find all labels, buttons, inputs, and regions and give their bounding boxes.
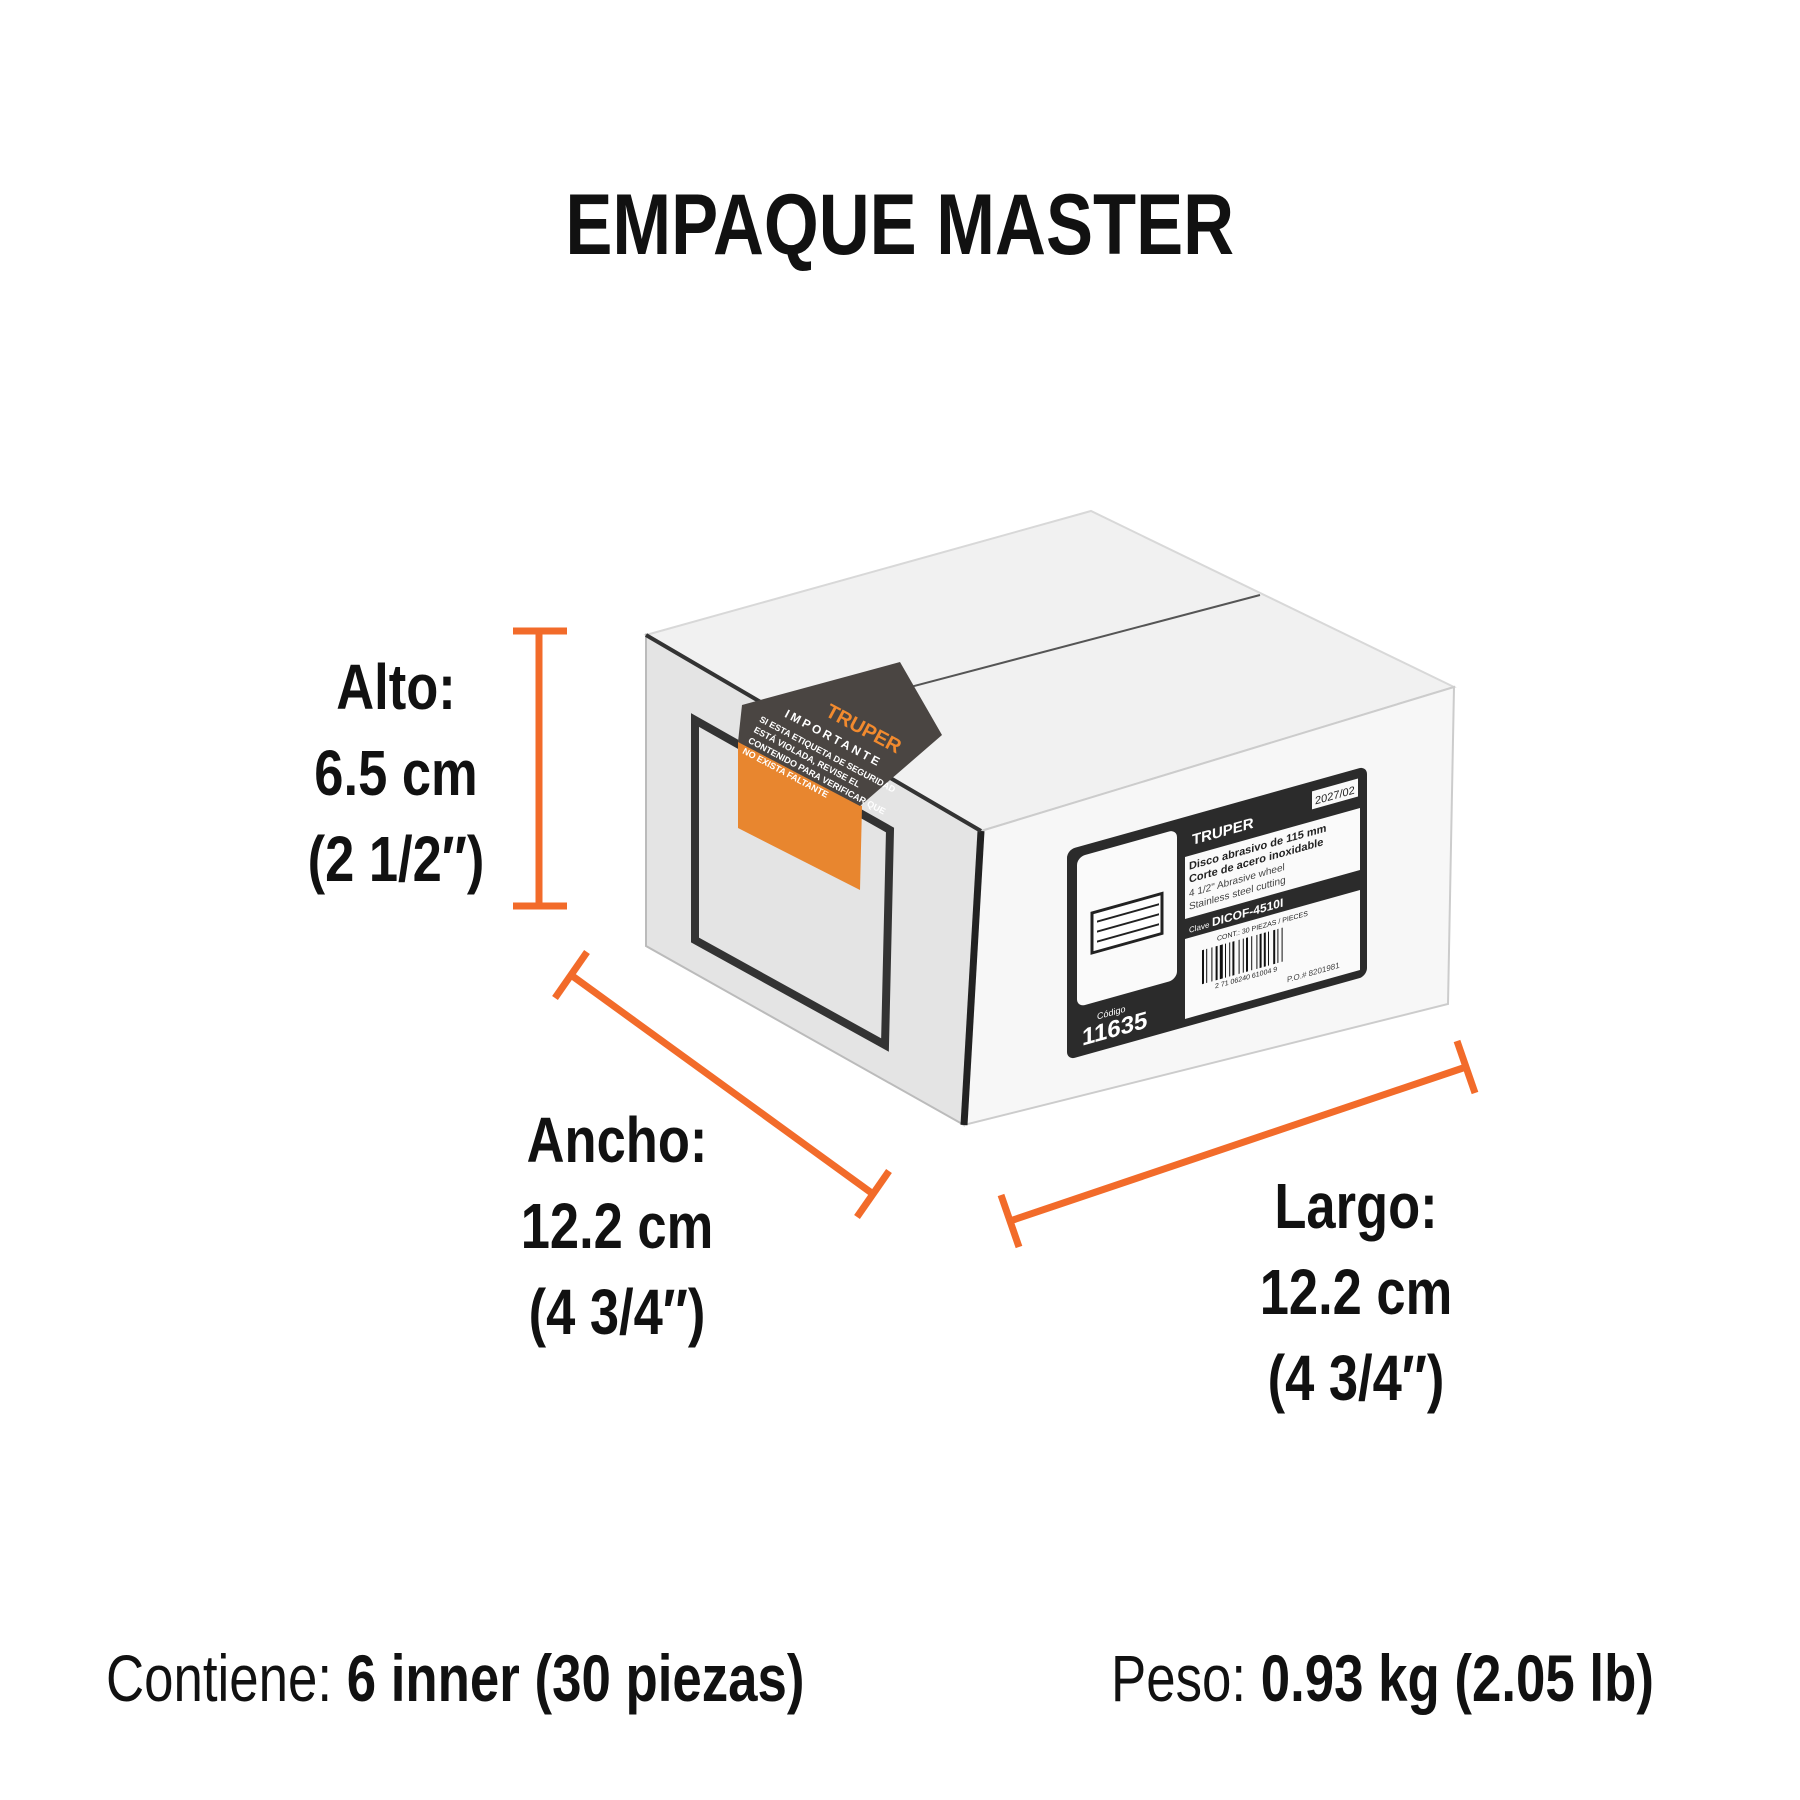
master-box: TRUPER IMPORTANTE SI ESTA ETIQUETA DE SE… — [643, 509, 1457, 1127]
height-label: Alto: — [336, 651, 456, 723]
barcode-bar — [1238, 939, 1240, 974]
barcode-bar — [1232, 941, 1235, 976]
width-metric: 12.2 cm — [520, 1190, 714, 1262]
contents-label: Contiene: — [106, 1641, 333, 1715]
barcode-bar — [1242, 938, 1244, 973]
barcode-bar — [1251, 936, 1253, 971]
barcode — [1202, 927, 1283, 985]
barcode-bar — [1277, 928, 1279, 964]
barcode-bar — [1206, 948, 1208, 984]
weight-info: Peso: 0.93 kg (2.05 lb) — [1111, 1640, 1790, 1716]
length-dimension-line — [997, 1039, 1479, 1249]
box-edge — [960, 830, 985, 1126]
barcode-bar — [1211, 947, 1213, 982]
contents-info: Contiene: 6 inner (30 piezas) — [106, 1640, 979, 1716]
barcode-bar — [1263, 932, 1266, 967]
product-label: TRUPER 2027/02 Disco abrasivo de 115 mm … — [1067, 767, 1367, 1059]
height-dimension-line — [513, 627, 567, 910]
barcode-bar — [1202, 949, 1204, 985]
barcode-bar — [1246, 937, 1248, 972]
width-dimension-line — [552, 950, 892, 1219]
contents-value: 6 inner (30 piezas) — [346, 1641, 805, 1715]
barcode-bar — [1225, 943, 1226, 978]
barcode-bar — [1268, 931, 1269, 966]
barcode-bar — [1229, 942, 1231, 977]
barcode-bar — [1259, 933, 1262, 969]
security-sticker-orange — [738, 740, 862, 890]
height-metric: 6.5 cm — [314, 737, 478, 809]
height-imperial: (2 1/2″) — [307, 823, 485, 895]
barcode-bar — [1281, 927, 1283, 962]
box-top-seam — [879, 594, 1261, 696]
width-label: Ancho: — [526, 1104, 708, 1176]
barcode-bar — [1273, 929, 1276, 965]
page-title: EMPAQUE MASTER — [565, 177, 1235, 273]
weight-value: 0.93 kg (2.05 lb) — [1260, 1641, 1654, 1715]
length-imperial: (4 3/4″) — [1267, 1342, 1445, 1414]
security-sticker — [738, 662, 942, 806]
barcode-bar — [1215, 945, 1218, 981]
length-metric: 12.2 cm — [1259, 1256, 1453, 1328]
length-dimension: Largo: 12.2 cm (4 3/4″) — [1156, 1163, 1556, 1421]
barcode-bar — [1219, 944, 1223, 980]
length-label: Largo: — [1274, 1170, 1438, 1242]
height-dimension: Alto: 6.5 cm (2 1/2″) — [196, 644, 596, 902]
barcode-bar — [1256, 934, 1258, 969]
width-dimension: Ancho: 12.2 cm (4 3/4″) — [417, 1097, 817, 1355]
weight-label: Peso: — [1111, 1641, 1247, 1715]
width-imperial: (4 3/4″) — [528, 1276, 706, 1348]
